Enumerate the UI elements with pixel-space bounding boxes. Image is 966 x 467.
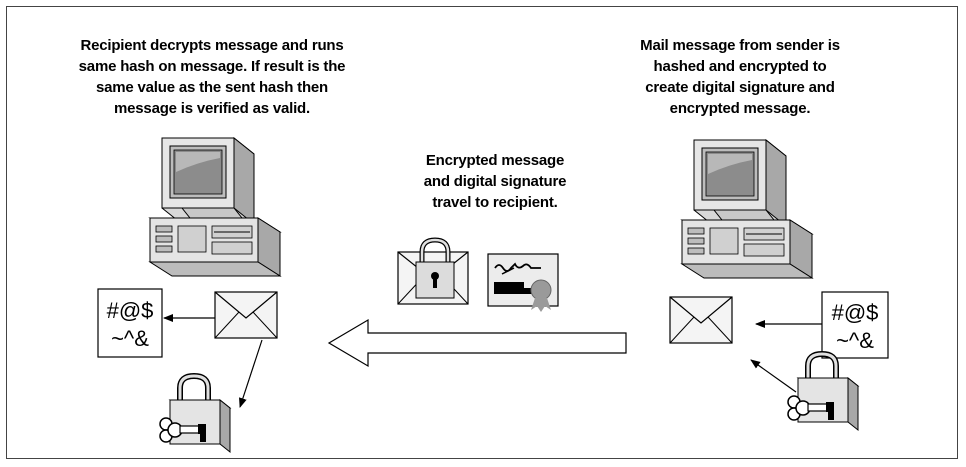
recipient-envelope-icon — [214, 291, 278, 339]
transit-caption-line: Encrypted message — [425, 152, 565, 169]
arrow-envelope-to-lock — [239, 339, 263, 408]
sender-caption-line: Mail message from sender is — [640, 37, 840, 54]
certificate-icon — [487, 253, 559, 312]
sender-caption-line: encrypted message. — [669, 100, 811, 117]
recipient-caption-line: message is verified as valid. — [114, 100, 310, 117]
sender-caption-line: hashed and encrypted to — [653, 58, 827, 75]
sender-computer-icon — [681, 139, 813, 279]
arrow-lock-to-envelope — [750, 359, 797, 393]
recipient-computer-icon — [149, 137, 281, 277]
hash-box-line2: ~^& — [111, 326, 149, 351]
transit-caption-line: travel to recipient. — [432, 194, 558, 211]
sender-caption-line: create digital signature and — [645, 79, 835, 96]
recipient-hash-box: #@$ ~^& — [97, 288, 163, 358]
diagram-frame — [6, 6, 958, 459]
transit-caption: Encrypted message and digital signature … — [410, 150, 580, 213]
recipient-caption: Recipient decrypts message and runs same… — [62, 35, 362, 119]
sender-envelope-icon — [669, 296, 733, 344]
hash-box-line2: ~^& — [836, 328, 874, 353]
transfer-arrow — [327, 318, 627, 368]
transit-caption-line: and digital signature — [423, 173, 567, 190]
recipient-caption-line: same hash on message. If result is the — [78, 58, 346, 75]
recipient-lock-key-icon — [160, 376, 230, 452]
hash-box-line1: #@$ — [832, 300, 879, 325]
sender-caption: Mail message from sender is hashed and e… — [610, 35, 870, 119]
encrypted-envelope-icon — [397, 237, 469, 305]
sender-hash-box: #@$ ~^& — [821, 291, 889, 359]
hash-box-line1: #@$ — [107, 298, 154, 323]
recipient-caption-line: same value as the sent hash then — [95, 79, 329, 96]
recipient-caption-line: Recipient decrypts message and runs — [80, 37, 344, 54]
sender-lock-key-icon — [788, 354, 858, 430]
